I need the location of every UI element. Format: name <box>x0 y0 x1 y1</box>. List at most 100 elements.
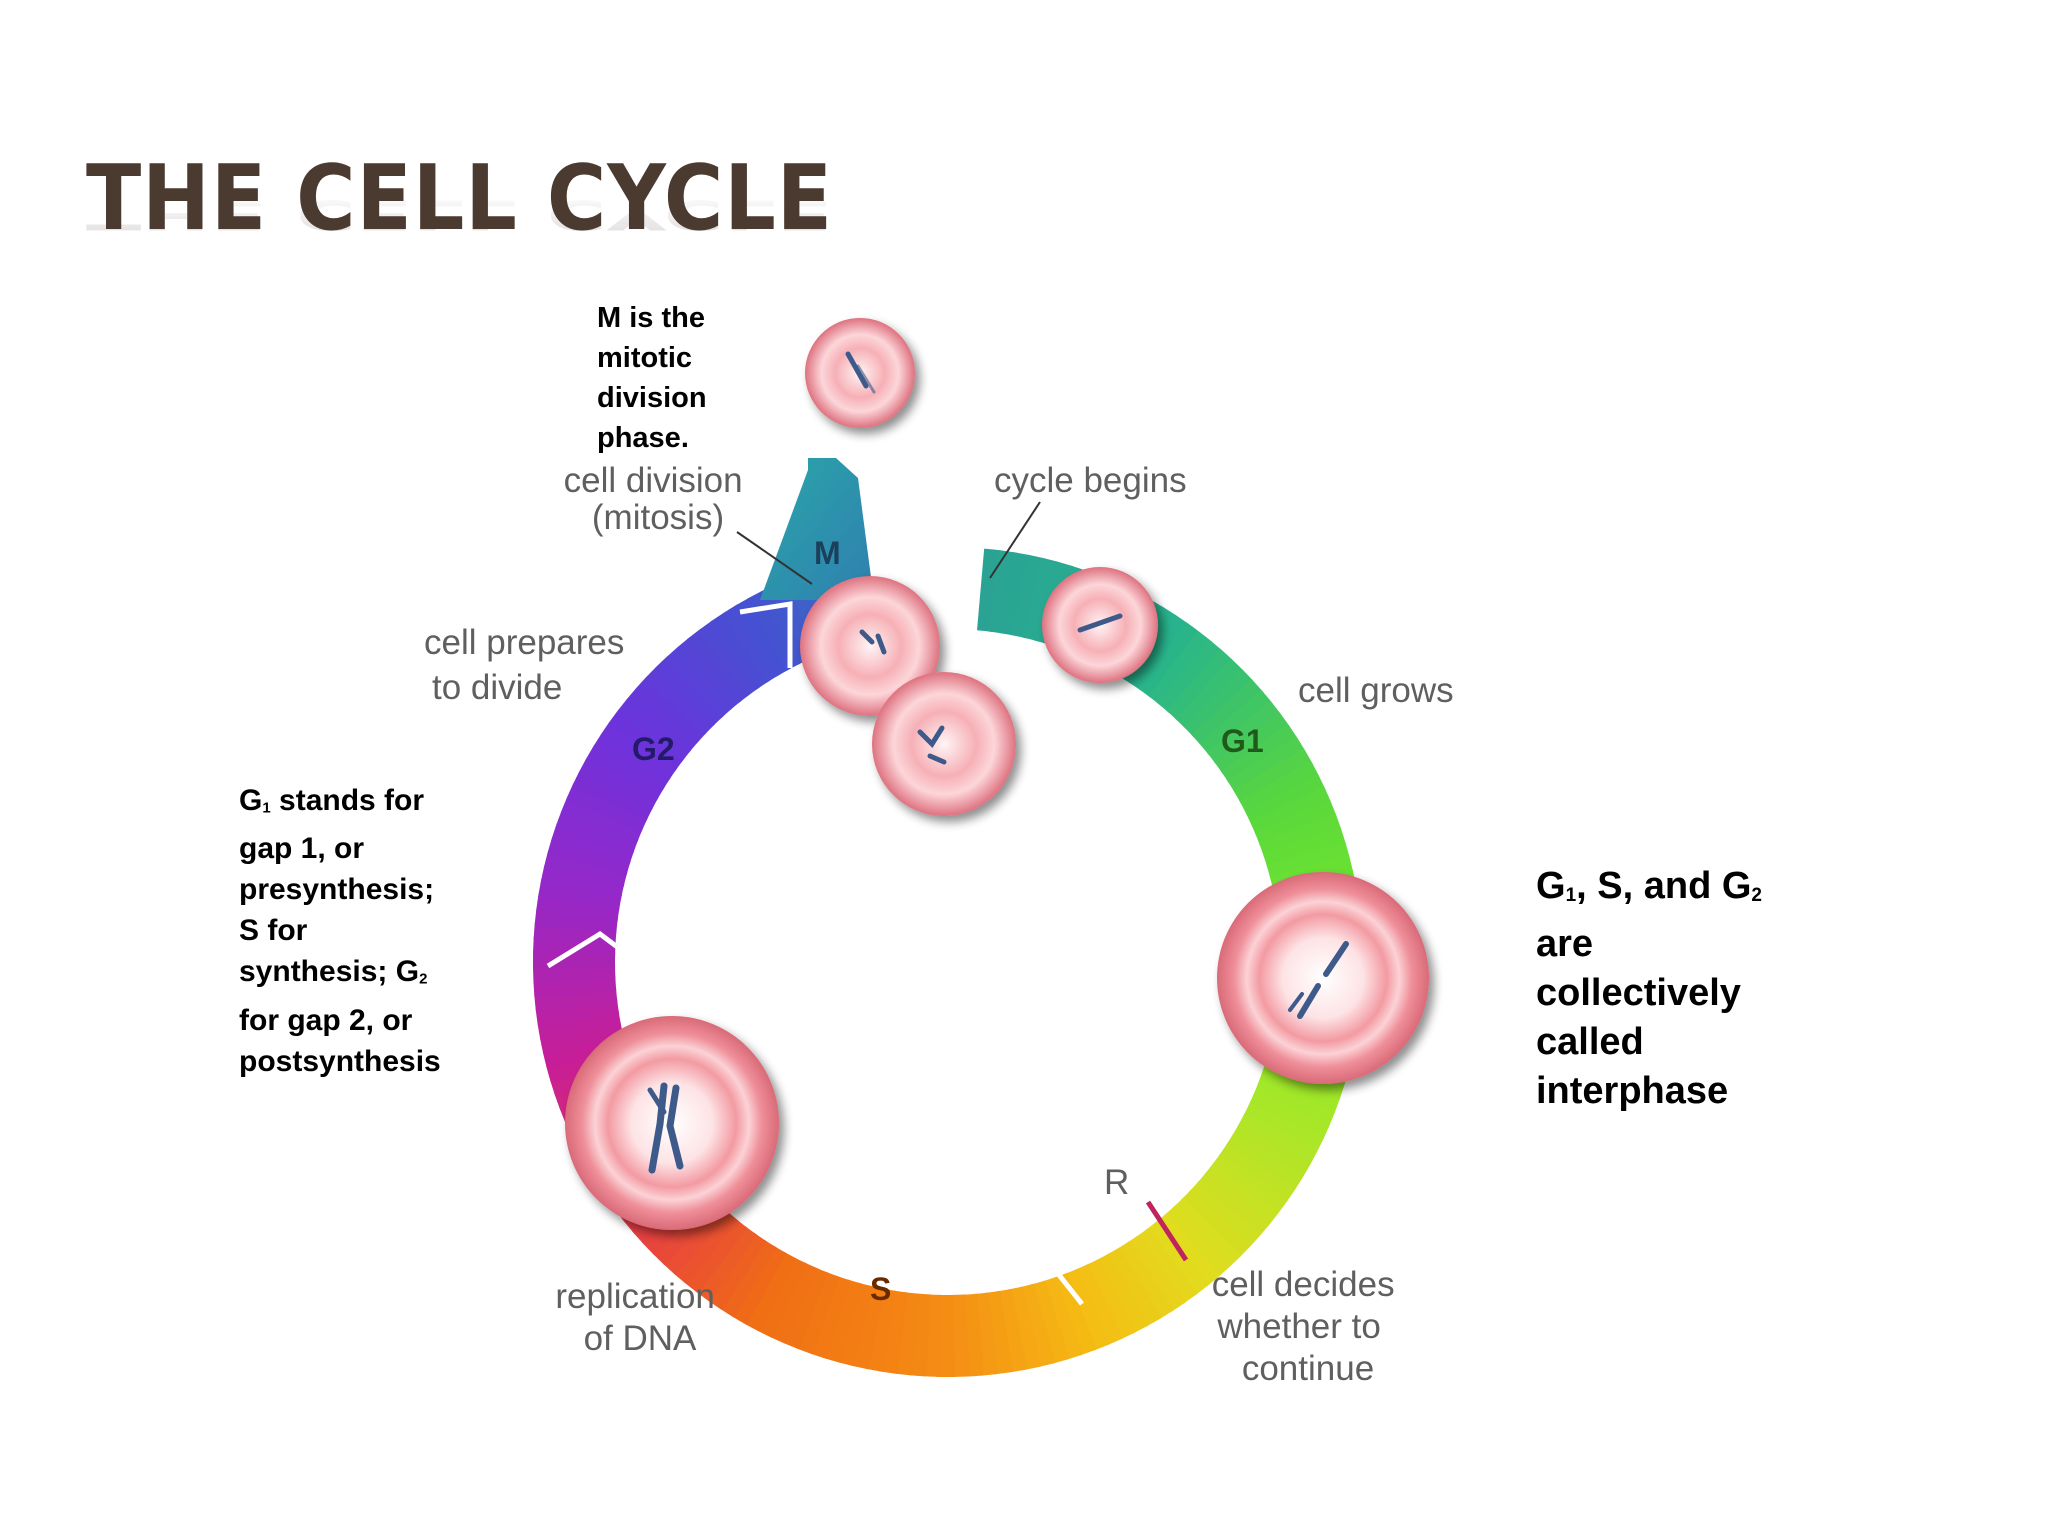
ring-segment <box>1074 1263 1124 1346</box>
note-gap-line: presynthesis; <box>239 873 435 907</box>
ring-segment <box>664 645 733 719</box>
ring-segment <box>1064 1268 1111 1351</box>
ring-segment <box>1218 1143 1297 1204</box>
ring-segment <box>1175 658 1245 730</box>
ring-segment <box>672 1211 739 1285</box>
label-cycle-begins: cycle begins <box>994 461 1187 500</box>
subscript: 2 <box>1751 884 1762 906</box>
m-phase-arm <box>760 458 874 600</box>
restriction-point-marker <box>1145 1200 1189 1262</box>
ring-segment <box>1253 1081 1336 1129</box>
ring-segment <box>721 604 780 683</box>
label-cell-decides: cell decides whether to continue <box>1212 1265 1405 1388</box>
ring-segment <box>1085 1258 1137 1340</box>
ring-segment <box>1148 630 1213 706</box>
ring-segment <box>694 1225 757 1302</box>
ring-segment <box>551 822 635 865</box>
ring-segment <box>1231 1123 1311 1180</box>
ring-segment <box>1258 813 1342 857</box>
phase-label-m: M <box>814 535 841 571</box>
note-gap-line: G1 stands for <box>239 784 425 817</box>
ring-segment <box>996 1288 1028 1373</box>
subscript: 1 <box>262 799 271 817</box>
ring-segment <box>539 1022 624 1056</box>
ring-segment <box>1239 760 1320 814</box>
cell-dividing <box>800 576 1016 816</box>
ring-segment <box>1022 557 1060 642</box>
ring-segment <box>1249 786 1332 836</box>
ring-segment <box>1199 689 1274 756</box>
cell-g1-late <box>1217 872 1429 1084</box>
ring-segment <box>625 686 699 753</box>
ring-segment <box>1266 840 1350 880</box>
boundary-g1-s <box>1049 1227 1084 1306</box>
restriction-label: R <box>1104 1163 1129 1202</box>
ring-segment <box>1172 1197 1242 1269</box>
phase-label-g1: G1 <box>1221 723 1264 759</box>
ring-segment <box>1248 1092 1331 1142</box>
ring-segment <box>555 809 639 854</box>
ring-segment <box>1257 1070 1341 1115</box>
ring-segment <box>1204 1162 1280 1227</box>
note-gap-line: for gap 2, or <box>239 1003 413 1037</box>
ring-segment <box>1189 1180 1262 1249</box>
ring-segment <box>1197 1171 1271 1238</box>
ring-segment <box>616 697 692 762</box>
page-title: THE CELL CYCLE <box>86 146 833 251</box>
ring-segment <box>571 769 653 822</box>
ring-segment <box>1180 1189 1252 1259</box>
ring-segment <box>1145 1220 1210 1297</box>
ring-segment <box>592 732 671 791</box>
ring-segment <box>1233 748 1314 804</box>
ring-segment <box>734 596 790 677</box>
note-interphase-line: collectively <box>1536 971 1741 1014</box>
ring-segment <box>560 795 643 843</box>
note-m-line: M is the <box>597 302 705 334</box>
ring-segment <box>1106 1247 1162 1328</box>
note-gap-line: postsynthesis <box>239 1044 441 1078</box>
ring-segment <box>547 836 631 876</box>
subscript: 2 <box>419 970 428 988</box>
note-interphase-line: interphase <box>1536 1069 1729 1112</box>
ring-segment <box>1096 1253 1150 1334</box>
ring-segment <box>795 1271 840 1355</box>
ring-segment <box>565 782 648 832</box>
ring-segment <box>1008 1286 1042 1371</box>
label-replication: replication of DNA <box>555 1277 724 1358</box>
ring-segment <box>683 1218 748 1294</box>
ring-segment <box>1254 799 1337 846</box>
ring-segment <box>686 627 751 704</box>
ring-segment <box>1136 1227 1198 1305</box>
ring-segment <box>1163 1205 1232 1279</box>
boundary-m-g1 <box>928 546 955 621</box>
cell-g1-early <box>1042 567 1158 683</box>
phase-label-g2: G2 <box>632 731 675 767</box>
ring-segment <box>1220 723 1299 784</box>
note-gap-line: synthesis; G2 <box>239 955 428 989</box>
ring-segment <box>543 850 628 888</box>
label-cell-grows: cell grows <box>1298 671 1454 710</box>
note-interphase-line: called <box>1536 1020 1644 1063</box>
ring-segment <box>698 619 760 697</box>
ring-segment <box>1126 1234 1187 1313</box>
ring-segment <box>836 1282 874 1367</box>
label-cell-division: cell division (mitosis) <box>564 461 753 537</box>
ring-segment <box>1244 773 1326 825</box>
ring-segment <box>585 744 665 801</box>
ring-segment <box>675 636 742 711</box>
boundary-g2-m <box>739 601 793 668</box>
ring-segment <box>599 720 678 781</box>
ring-segment <box>634 675 707 744</box>
ring-segment <box>850 1285 885 1370</box>
ring-segment <box>730 1245 787 1325</box>
note-m-line: mitotic <box>597 342 693 374</box>
ring-segment <box>1053 1272 1097 1356</box>
ring-segment <box>1019 1283 1056 1368</box>
ring-segment <box>537 1010 622 1042</box>
ring-segment <box>540 864 625 899</box>
ring-segment <box>1243 1102 1325 1155</box>
ring-segment <box>1166 648 1235 721</box>
